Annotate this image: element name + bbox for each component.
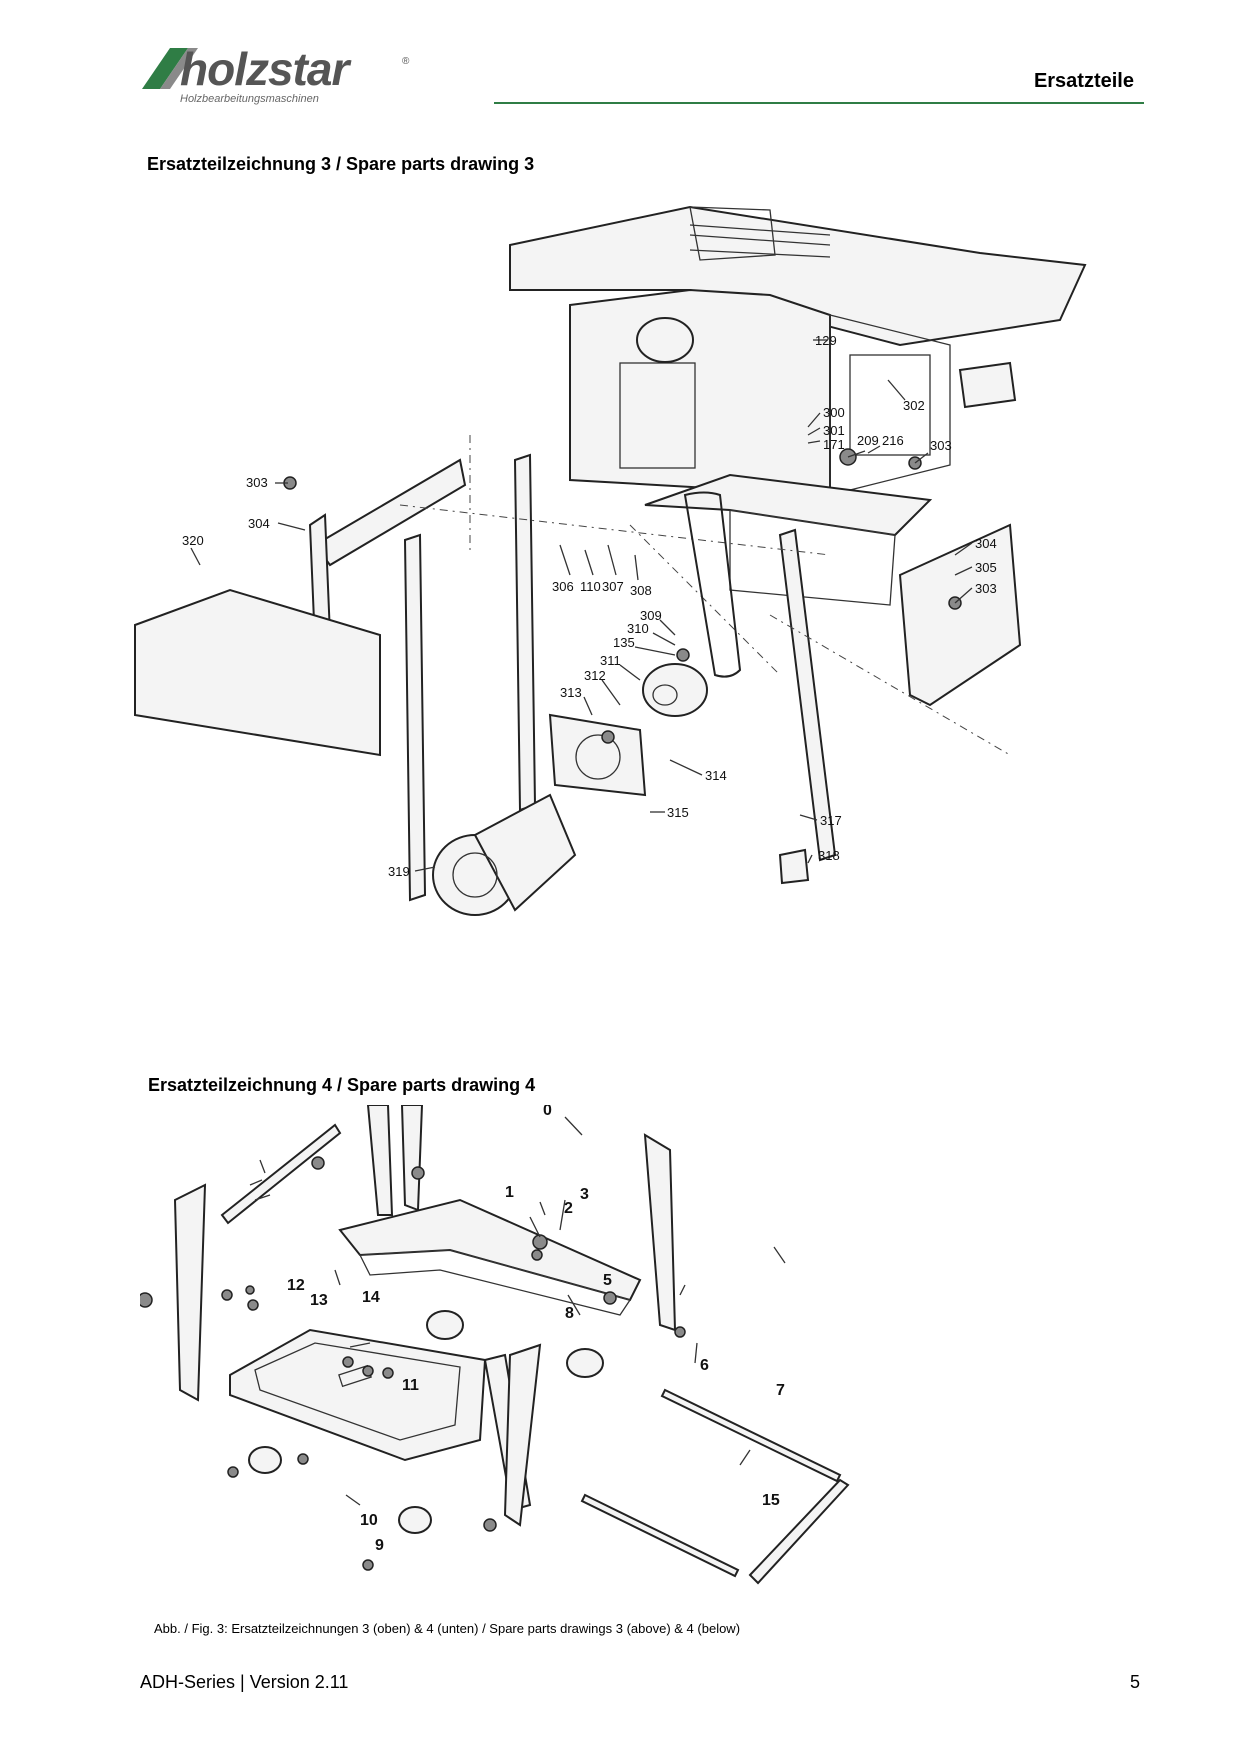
callout-171: 171 [823, 437, 845, 452]
callout-311: 311 [600, 653, 621, 668]
callout-1: 1 [505, 1184, 514, 1201]
callout-301: 301 [823, 423, 845, 438]
callout-317: 317 [820, 813, 842, 828]
callout-8: 8 [565, 1305, 574, 1322]
callout-304-left: 304 [248, 516, 270, 531]
callout-315: 315 [667, 805, 689, 820]
callout-310: 310 [627, 621, 649, 636]
callout-14: 14 [362, 1289, 380, 1306]
callout-305: 305 [975, 560, 997, 575]
callout-12: 12 [287, 1277, 305, 1294]
callout-3: 3 [580, 1186, 589, 1203]
callout-302: 302 [903, 398, 925, 413]
callout-2: 2 [564, 1200, 573, 1217]
callout-320: 320 [182, 533, 204, 548]
callout-313: 313 [560, 685, 582, 700]
callout-308: 308 [630, 583, 652, 598]
callout-0: 0 [543, 1105, 552, 1119]
callout-304-right: 304 [975, 536, 997, 551]
callout-135: 135 [613, 635, 635, 650]
figure-caption: Abb. / Fig. 3: Ersatzteilzeichnungen 3 (… [154, 1621, 741, 1636]
callout-5: 5 [603, 1272, 612, 1289]
drawing-3-heading: Ersatzteilzeichnung 3 / Spare parts draw… [147, 154, 535, 174]
header-divider [494, 102, 1144, 104]
callout-303-right: 303 [975, 581, 997, 596]
drawing-4-heading: Ersatzteilzeichnung 4 / Spare parts draw… [148, 1075, 536, 1095]
callout-209: 209 [857, 433, 879, 448]
callout-13: 13 [310, 1292, 328, 1309]
callout-314: 314 [705, 768, 727, 783]
callout-9: 9 [375, 1537, 384, 1554]
callout-129: 129 [815, 333, 837, 348]
callout-110: 110 [580, 579, 601, 594]
page-number: 5 [1129, 1672, 1140, 1692]
section-title: Ersatzteile [1033, 70, 1134, 92]
callout-309: 309 [640, 608, 662, 623]
callout-318: 318 [818, 848, 840, 863]
callout-300: 300 [823, 405, 845, 420]
callout-15: 15 [762, 1492, 780, 1509]
holzstar-logo [142, 48, 198, 89]
callout-303-left: 303 [246, 475, 268, 490]
callout-6: 6 [700, 1357, 709, 1374]
spare-parts-drawing-3: 129 302 300 301 171 209 216 303 303 304 … [134, 205, 1087, 916]
callout-312: 312 [584, 668, 606, 683]
logo-wordmark: holzstar [180, 43, 349, 95]
callout-307: 307 [602, 579, 624, 594]
callout-10: 10 [360, 1512, 378, 1529]
callout-216: 216 [882, 433, 904, 448]
callout-7: 7 [776, 1382, 785, 1399]
logo-subtitle: Holzbearbeitungsmaschinen [180, 93, 319, 105]
logo-registered-mark: ® [402, 56, 410, 67]
callout-319: 319 [388, 864, 410, 879]
callout-303-right-top: 303 [930, 438, 952, 453]
footer-version: ADH-Series | Version 2.11 [140, 1672, 349, 1692]
callout-306: 306 [552, 579, 574, 594]
callout-11: 11 [402, 1377, 419, 1394]
spare-parts-drawing-4: 0 1 2 3 5 6 7 8 9 10 11 12 13 14 15 [140, 1105, 850, 1585]
